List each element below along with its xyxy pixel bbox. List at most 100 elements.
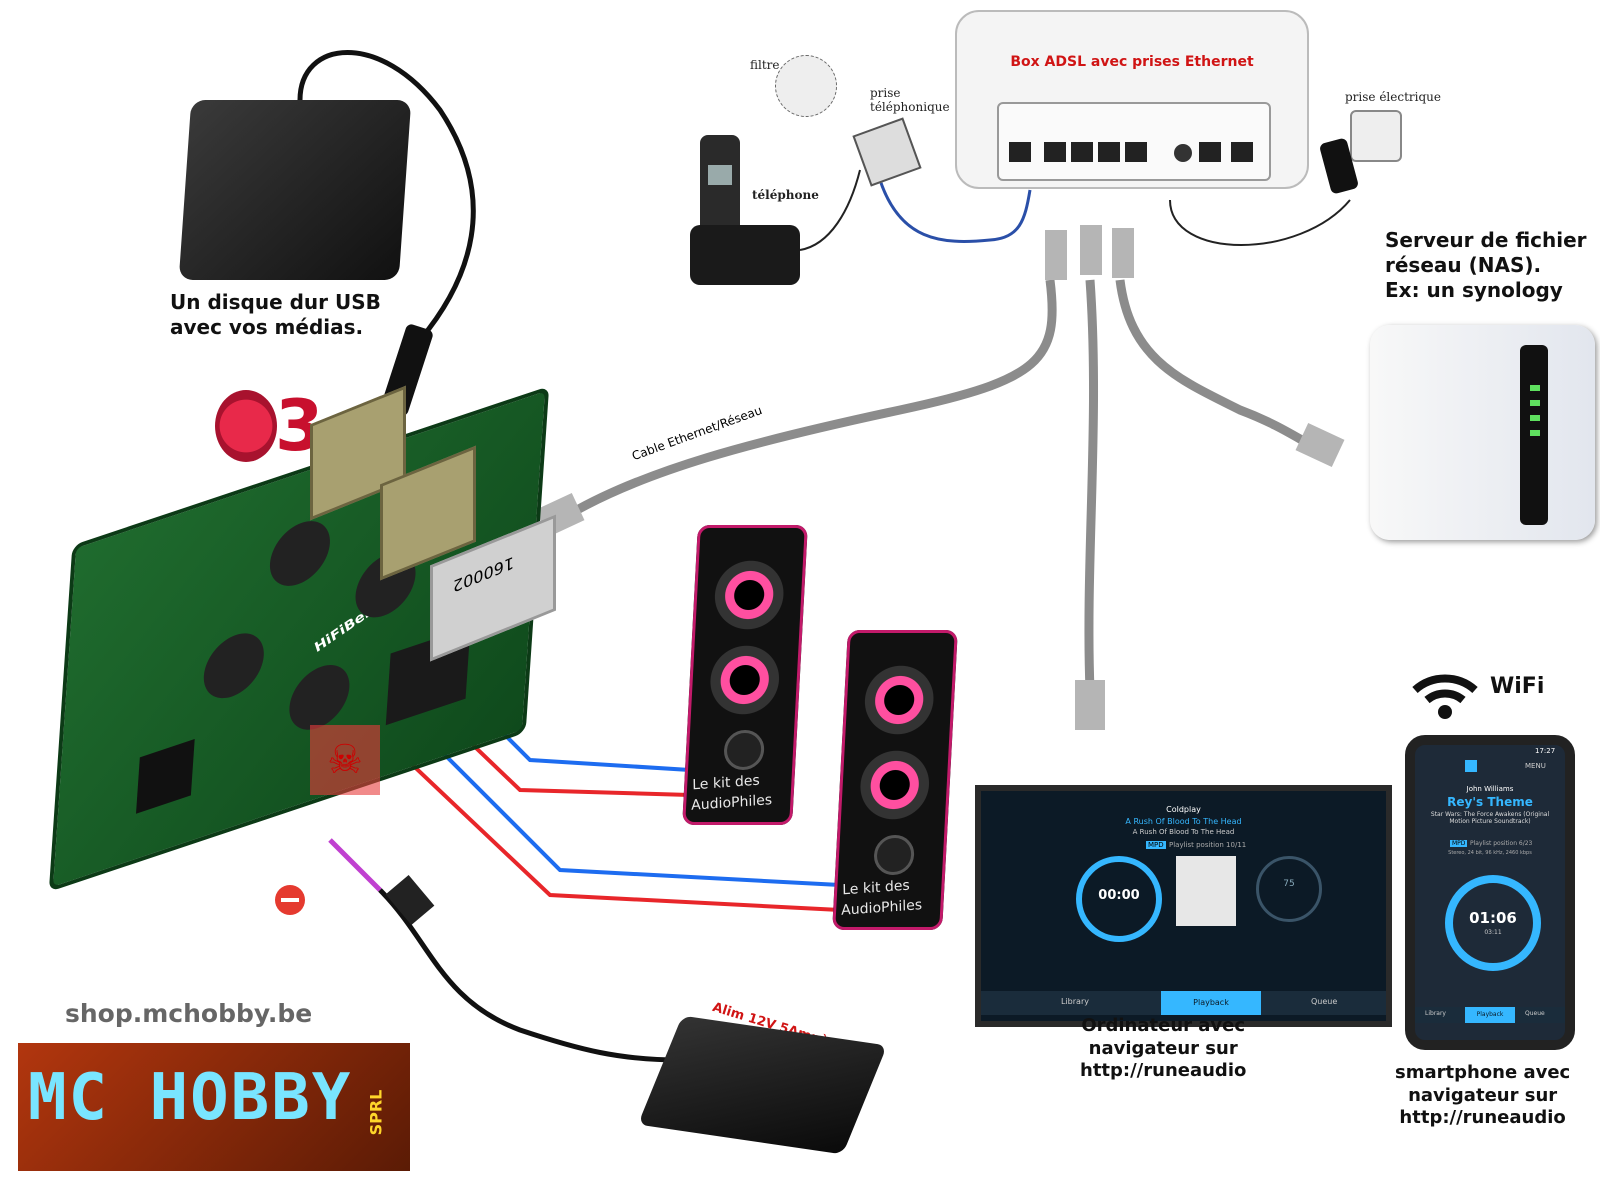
pc-artist: Coldplay: [1166, 805, 1201, 814]
adsl-box-panel: [997, 102, 1271, 181]
speaker-text-2: AudioPhiles: [841, 897, 923, 919]
telephone-screen: [708, 165, 732, 185]
phone-port: [1199, 142, 1221, 162]
tab-library[interactable]: Library: [1425, 1010, 1446, 1017]
wifi-icon: [1410, 660, 1480, 720]
speaker-right: Le kit des AudioPhiles: [832, 630, 958, 930]
speaker-port: [723, 730, 766, 770]
pc-time-ring: 00:00: [1076, 856, 1162, 942]
nas-label: Serveur de fichier réseau (NAS). Ex: un …: [1385, 228, 1587, 302]
power-socket-icon: [1350, 110, 1402, 162]
phone-port: [1231, 142, 1253, 162]
mchobby-logo-text: MC HOBBY: [28, 1061, 353, 1135]
wifi-label: WiFi: [1490, 674, 1545, 699]
ethernet-port: [1125, 142, 1147, 162]
phone-format: Stereo, 24 bit, 96 kHz, 2460 kbps: [1448, 850, 1532, 856]
adsl-box: Box ADSL avec prises Ethernet: [955, 10, 1309, 189]
tab-queue[interactable]: Queue: [1525, 1010, 1545, 1017]
ethernet-cable-to-nas: [1115, 279, 1323, 455]
pc-album: A Rush Of Blood To The Head: [1132, 828, 1235, 836]
tab-library[interactable]: Library: [1061, 997, 1089, 1006]
rj45-plug-box-1: [1045, 230, 1067, 280]
tab-queue[interactable]: Queue: [1311, 997, 1338, 1006]
speaker-text-1: Le kit des: [842, 877, 910, 899]
pc-position: Playlist position 10/11: [1169, 841, 1247, 849]
warning-skull-icon: ☠: [310, 725, 380, 795]
phone-mpd-badge: MPD: [1450, 840, 1468, 847]
phone-play-button[interactable]: [1465, 760, 1477, 772]
phone-line: [799, 169, 861, 251]
speaker-driver: [707, 555, 792, 635]
ethernet-port: [1044, 142, 1066, 162]
phone-artist: John Williams: [1466, 785, 1514, 793]
ethernet-cable-to-pi: [557, 279, 1057, 524]
telephone-label: téléphone: [752, 188, 819, 202]
tab-playback[interactable]: Playback: [1161, 991, 1261, 1015]
filter-label: filtre: [750, 58, 780, 72]
power-jack: [1174, 144, 1192, 162]
smartphone: 17:27 MENU John Williams Rey's Theme Sta…: [1405, 735, 1575, 1050]
adsl-box-title: Box ADSL avec prises Ethernet: [1010, 54, 1254, 70]
telephone-base-icon: [690, 225, 800, 285]
no-entry-icon: [275, 885, 305, 915]
chip: [136, 739, 195, 814]
rj45-plug-box-3: [1112, 228, 1134, 278]
ethernet-port: [1098, 142, 1120, 162]
mchobby-logo: MC HOBBY SPRL: [18, 1043, 410, 1171]
shop-url[interactable]: shop.mchobby.be: [65, 999, 313, 1028]
ethernet-port: [1009, 142, 1031, 162]
nas-device: [1370, 325, 1595, 540]
inductor: [201, 625, 266, 707]
speaker-text-1: Le kit des: [692, 772, 760, 794]
computer-screen: Coldplay A Rush Of Blood To The Head A R…: [975, 785, 1392, 1027]
smartphone-label: smartphone avec navigateur sur http://ru…: [1395, 1062, 1571, 1128]
pc-tabbar: Library Playback Queue: [981, 991, 1386, 1015]
usb-hard-disk: [178, 100, 412, 280]
nas-led: [1530, 400, 1540, 406]
speaker-driver: [702, 640, 787, 720]
speaker-driver: [852, 745, 937, 825]
pc-track: A Rush Of Blood To The Head: [1125, 817, 1242, 826]
pc-volume-ring: 75: [1256, 856, 1322, 922]
speaker-driver: [857, 660, 942, 740]
power-socket-label: prise électrique: [1345, 90, 1441, 104]
mchobby-logo-suffix: SPRL: [366, 1089, 386, 1136]
usb-cable: [297, 50, 476, 342]
pc-album-art: [1176, 856, 1236, 926]
socket-label: prise téléphonique: [870, 86, 950, 114]
ethernet-cable-to-pc: [1084, 279, 1098, 691]
tab-playback[interactable]: Playback: [1465, 1007, 1515, 1023]
ethernet-port: [1071, 142, 1093, 162]
filter-icon: [775, 55, 837, 117]
power-cable: [328, 838, 382, 892]
ethernet-jack-label: 160002: [453, 552, 515, 597]
phone-total: 03:11: [1484, 929, 1502, 936]
nas-led-panel: [1520, 345, 1548, 525]
pc-volume: 75: [1283, 879, 1295, 889]
phone-position: Playlist position 6/23: [1470, 840, 1533, 847]
phone-tabbar: Library Playback Queue: [1415, 1007, 1565, 1023]
red-wire-2: [363, 718, 841, 912]
phone-menu[interactable]: MENU: [1525, 762, 1546, 770]
phone-title: Rey's Theme: [1447, 795, 1533, 809]
rj45-plug-box-2: [1080, 225, 1102, 275]
phone-album: Star Wars: The Force Awakens (Original M…: [1430, 811, 1550, 825]
computer-label: Ordinateur avec navigateur sur http://ru…: [1080, 1015, 1247, 1081]
phone-time-ring: 01:06 03:11: [1445, 875, 1541, 971]
speaker-port: [873, 835, 916, 875]
nas-led: [1530, 385, 1540, 391]
phone-time: 01:06: [1469, 909, 1517, 927]
dsl-line: [878, 179, 1032, 243]
speaker-text-2: AudioPhiles: [691, 792, 773, 814]
power-cable-black: [378, 888, 681, 1063]
phone-status-time: 17:27: [1535, 747, 1556, 755]
speaker-left: Le kit des AudioPhiles: [682, 525, 808, 825]
power-line: [1169, 199, 1351, 246]
usb-disk-label: Un disque dur USB avec vos médias.: [170, 290, 381, 339]
rj45-plug-pc: [1075, 680, 1105, 730]
nas-led: [1530, 430, 1540, 436]
nas-led: [1530, 415, 1540, 421]
rj45-plug-nas: [1295, 422, 1345, 468]
pc-mpd-badge: MPD: [1146, 841, 1166, 849]
pc-time: 00:00: [1098, 888, 1140, 903]
